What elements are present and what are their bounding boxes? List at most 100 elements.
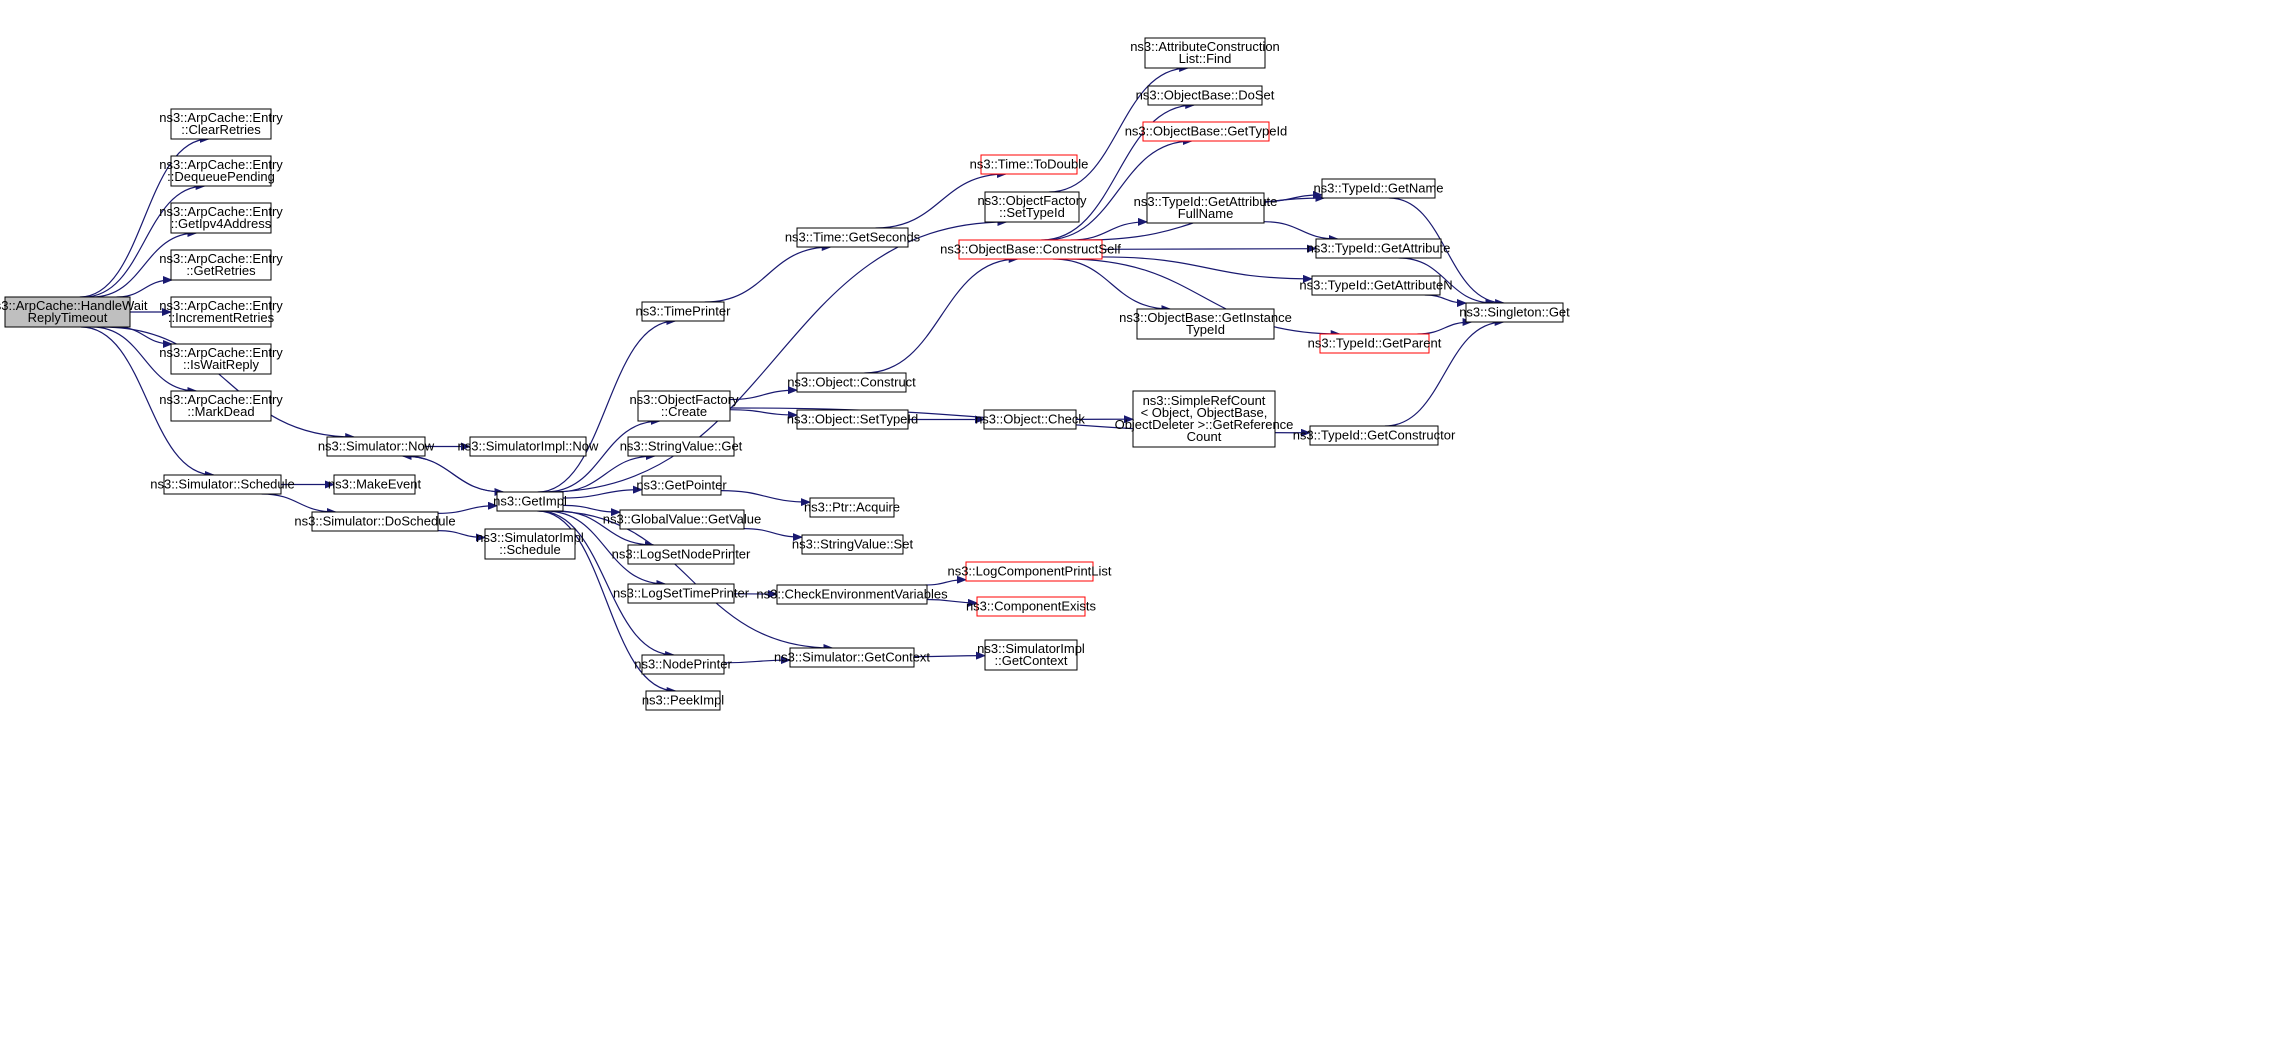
function-node[interactable]: ns3::Time::GetSeconds — [785, 227, 921, 248]
function-node-box — [326, 436, 426, 457]
edge-n24-n25 — [875, 170, 1008, 229]
function-node-label: ns3::Time::ToDouble — [970, 157, 1089, 172]
function-node-box — [469, 436, 587, 457]
function-node-box — [796, 409, 909, 430]
function-node-box — [170, 343, 272, 375]
function-node[interactable]: ns3::LogSetNodePrinter — [612, 544, 751, 565]
edge-n38-n45 — [1263, 221, 1339, 243]
function-node-box — [645, 690, 721, 711]
function-node[interactable]: ns3::Object::SetTypeId — [787, 409, 919, 430]
function-node[interactable]: ns3::CheckEnvironmentVariables — [756, 584, 948, 605]
edge-n48-n49 — [1384, 318, 1505, 427]
function-node-label: ns3::ObjectFactory — [629, 392, 739, 407]
function-node-label: ns3::StringValue::Get — [620, 439, 743, 454]
edge-n16-n27 — [729, 386, 798, 401]
function-node-box — [796, 372, 907, 393]
function-node[interactable]: ns3::ArpCache::Entry::IncrementRetries — [159, 296, 283, 328]
function-node[interactable]: ns3::MakeEvent — [328, 474, 422, 495]
function-node-label: ns3::TypeId::GetParent — [1308, 336, 1442, 351]
edge-n34-n46 — [1101, 256, 1313, 283]
function-node[interactable]: ns3::SimulatorImpl::Now — [458, 436, 599, 457]
function-node[interactable]: ns3::TypeId::GetAttribute — [1307, 238, 1451, 259]
function-node-label: List::Find — [1179, 51, 1232, 66]
function-node[interactable]: ns3::TypeId::GetAttributeN — [1299, 275, 1453, 296]
function-node-box — [484, 528, 576, 560]
function-node[interactable]: ns3::ArpCache::Entry::DequeuePending — [159, 155, 283, 187]
function-node-label: ns3::ArpCache::Entry — [159, 345, 283, 360]
function-node-label: ReplyTimeout — [28, 310, 108, 325]
function-node-box — [776, 584, 928, 605]
function-node[interactable]: ns3::LogSetTimePrinter — [613, 583, 750, 604]
function-node[interactable]: ns3::ArpCache::Entry::GetIpv4Address — [159, 202, 283, 234]
function-node[interactable]: ns3::TypeId::GetParent — [1308, 333, 1442, 354]
function-node[interactable]: ns3::Object::Check — [975, 409, 1085, 430]
function-node[interactable]: ns3::ArpCache::Entry::GetRetries — [159, 249, 283, 281]
function-node[interactable]: ns3::NodePrinter — [634, 654, 732, 675]
function-node[interactable]: ns3::Singleton::Get — [1459, 302, 1570, 323]
function-node[interactable]: ns3::ObjectBase::ConstructSelf — [940, 239, 1121, 260]
function-node-label: ns3::SimulatorImpl — [476, 530, 584, 545]
function-node-label: ns3::Object::SetTypeId — [787, 412, 919, 427]
function-node[interactable]: ns3::Simulator::GetContext — [774, 647, 930, 668]
function-node-box — [496, 491, 564, 512]
function-node-box — [1147, 85, 1263, 106]
function-node[interactable]: ns3::SimulatorImpl::GetContext — [977, 639, 1085, 671]
edge-n0-n2 — [83, 182, 206, 298]
function-node[interactable]: ns3::ObjectFactory::Create — [629, 390, 739, 422]
function-node-box — [976, 596, 1086, 617]
function-node-box — [809, 497, 895, 518]
function-node-label: ns3::ArpCache::Entry — [159, 157, 283, 172]
function-node[interactable]: ns3::LogComponentPrintList — [947, 561, 1112, 582]
function-node[interactable]: ns3::ArpCache::Entry::MarkDead — [159, 390, 283, 422]
edge-n11-n26 — [546, 218, 1008, 493]
function-node[interactable]: ns3::Simulator::DoSchedule — [294, 511, 456, 532]
function-node-box — [980, 154, 1078, 175]
function-node-label: ::DequeuePending — [167, 169, 275, 184]
function-node-box — [1132, 390, 1276, 448]
edge-n34-n36 — [1041, 101, 1196, 241]
function-node[interactable]: ns3::Simulator::Now — [318, 436, 435, 457]
function-node-label: ::IsWaitReply — [183, 357, 260, 372]
function-node[interactable]: ns3::GlobalValue::GetValue — [603, 509, 762, 530]
function-node-label: ::Create — [661, 404, 707, 419]
function-node[interactable]: ns3::GetImpl — [493, 491, 567, 512]
function-node-label: ns3::ObjectBase::DoSet — [1136, 88, 1275, 103]
function-node-label: ns3::MakeEvent — [328, 477, 422, 492]
function-node[interactable]: ns3::ArpCache::Entry::ClearRetries — [159, 108, 283, 140]
function-node[interactable]: ns3::ComponentExists — [966, 596, 1097, 617]
edge-n0-n9 — [80, 326, 215, 479]
function-node[interactable]: ns3::Simulator::Schedule — [150, 474, 295, 495]
function-node[interactable]: ns3::Object::Construct — [787, 372, 916, 393]
function-node-box — [1315, 238, 1442, 259]
function-node[interactable]: ns3::PeekImpl — [642, 690, 724, 711]
function-node-box — [170, 202, 272, 234]
function-node[interactable]: ns3::ObjectFactory::SetTypeId — [977, 191, 1087, 223]
function-node[interactable]: ns3::TypeId::GetConstructor — [1293, 425, 1456, 446]
function-node[interactable]: ns3::Ptr::Acquire — [804, 497, 900, 518]
function-node[interactable]: ns3::Time::ToDouble — [970, 154, 1089, 175]
edge-n11-n23 — [537, 510, 677, 695]
function-node[interactable]: ns3::TimePrinter — [636, 301, 732, 322]
function-node-label: ns3::Simulator::Now — [318, 439, 435, 454]
function-node[interactable]: ns3::SimulatorImpl::Schedule — [476, 528, 584, 560]
function-node[interactable]: ns3::GetPointer — [636, 475, 727, 496]
edge-n34-n45 — [1101, 244, 1317, 253]
function-node[interactable]: ns3::SimpleRefCount< Object, ObjectBase,… — [1115, 390, 1294, 448]
function-node[interactable]: ns3::ArpCache::Entry::IsWaitReply — [159, 343, 283, 375]
function-node-label: ns3::GetPointer — [636, 478, 727, 493]
function-node-box — [1136, 308, 1275, 340]
function-node[interactable]: ns3::StringValue::Get — [620, 436, 743, 457]
function-node[interactable]: ns3::TypeId::GetName — [1313, 178, 1444, 199]
function-node-label: ns3::TypeId::GetAttribute — [1134, 194, 1278, 209]
edge-n0-n8 — [101, 326, 356, 441]
function-node-box — [1465, 302, 1564, 323]
function-node[interactable]: ns3::ObjectBase::GetTypeId — [1125, 121, 1288, 142]
function-node[interactable]: ns3::ObjectBase::DoSet — [1136, 85, 1275, 106]
function-node-label: ns3::TypeId::GetAttribute — [1307, 241, 1451, 256]
function-node[interactable]: ns3::StringValue::Set — [792, 534, 914, 555]
function-node-box — [796, 227, 909, 248]
